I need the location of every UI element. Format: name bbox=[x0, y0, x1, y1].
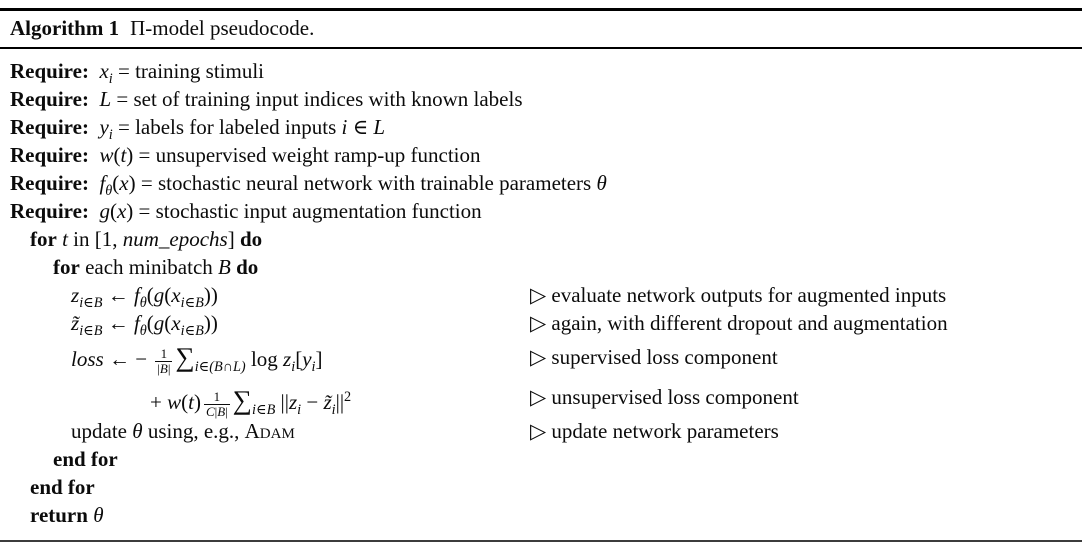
pseudocode-line: Require: g(x) = stochastic input augment… bbox=[0, 197, 1082, 225]
pseudocode-line: for t in [1, num_epochs] do bbox=[0, 225, 1082, 253]
code-text: z̃i∈B ← fθ(g(xi∈B)) bbox=[71, 311, 218, 340]
code-text: end for bbox=[30, 475, 95, 499]
pseudocode-line: Require: fθ(x) = stochastic neural netwo… bbox=[0, 169, 1082, 200]
code-text: Require: yi = labels for labeled inputs … bbox=[10, 115, 386, 144]
code-text: return θ bbox=[30, 503, 104, 527]
comment: ▷ supervised loss component bbox=[530, 345, 778, 369]
pseudocode-line: for each minibatch B do bbox=[0, 253, 1082, 281]
comment: ▷ again, with different dropout and augm… bbox=[530, 311, 948, 335]
algorithm-label: Algorithm 1 bbox=[10, 16, 120, 40]
pseudocode-line: zi∈B ← fθ(g(xi∈B)) ▷ evaluate network out… bbox=[0, 281, 1082, 312]
bottom-rule bbox=[0, 540, 1082, 542]
top-rule bbox=[0, 8, 1082, 11]
comment: ▷ evaluate network outputs for augmented… bbox=[530, 283, 947, 307]
code-text: Require: xi = training stimuli bbox=[10, 59, 264, 88]
code-text: Require: w(t) = unsupervised weight ramp… bbox=[10, 143, 481, 167]
code-text: update θ using, e.g., Adam bbox=[71, 419, 295, 443]
pseudocode-line: end for bbox=[0, 445, 1082, 473]
algorithm-title: Π-model pseudocode. bbox=[130, 16, 315, 40]
code-text: zi∈B ← fθ(g(xi∈B)) bbox=[71, 283, 218, 312]
code-text: for each minibatch B do bbox=[53, 255, 259, 279]
pseudocode-line: z̃i∈B ← fθ(g(xi∈B)) ▷ again, with differe… bbox=[0, 309, 1082, 340]
code-text: end for bbox=[53, 447, 118, 471]
code-text: loss ← − 1|B|∑i∈(B∩L) log zi[yi] bbox=[71, 342, 323, 376]
code-text: for t in [1, num_epochs] do bbox=[30, 227, 263, 251]
caption-rule bbox=[0, 47, 1082, 49]
pseudocode-line: end for bbox=[0, 473, 1082, 501]
code-text: Require: L = set of training input indic… bbox=[10, 87, 523, 111]
pseudocode-line: Require: w(t) = unsupervised weight ramp… bbox=[0, 141, 1082, 169]
pseudocode-line: loss ← − 1|B|∑i∈(B∩L) log zi[yi] ▷ superv… bbox=[0, 337, 1082, 377]
comment: ▷ unsupervised loss component bbox=[530, 385, 799, 409]
pseudocode-line: Require: xi = training stimuli bbox=[0, 57, 1082, 88]
comment: ▷ update network parameters bbox=[530, 419, 779, 443]
algorithm-caption: Algorithm 1 Π-model pseudocode. bbox=[0, 11, 1082, 47]
code-text: Require: fθ(x) = stochastic neural netwo… bbox=[10, 171, 607, 200]
fraction: 1|B| bbox=[155, 345, 173, 376]
pseudocode-line: update θ using, e.g., Adam ▷ update netwo… bbox=[0, 417, 1082, 445]
pseudocode-line: Require: L = set of training input indic… bbox=[0, 85, 1082, 113]
pseudocode-line: Require: yi = labels for labeled inputs … bbox=[0, 113, 1082, 144]
pseudocode-line: return θ bbox=[0, 501, 1082, 529]
code-text: Require: g(x) = stochastic input augment… bbox=[10, 199, 482, 223]
